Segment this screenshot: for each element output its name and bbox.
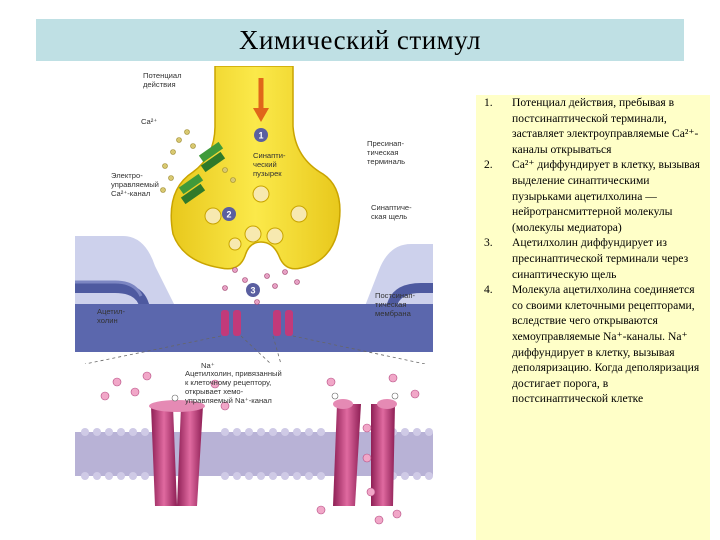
- label-action-potential-1: Потенциал: [143, 71, 182, 80]
- membrane-heads: [81, 428, 433, 480]
- label-channel-2: управляемый: [111, 180, 159, 189]
- steps-list: 1.Потенциал действия, пребывая в постсин…: [476, 95, 710, 407]
- title-bar: Химический стимул: [36, 19, 684, 61]
- label-receptor-1: Ацетилхолин, привязанный: [185, 369, 282, 378]
- small-receptor-left: [221, 310, 241, 336]
- svg-text:2: 2: [226, 210, 231, 220]
- zoom-lines: [84, 335, 426, 365]
- label-receptor-4: управляемый Na⁺-канал: [185, 396, 272, 405]
- label-action-potential-2: действия: [143, 80, 176, 89]
- steps-panel: 1.Потенциал действия, пребывая в постсин…: [476, 95, 710, 540]
- label-na: Na⁺: [201, 361, 215, 370]
- bound-acetylcholine: [171, 392, 399, 402]
- label-postsynaptic-1: Постсинап-: [375, 291, 415, 300]
- svg-text:1: 1: [258, 131, 263, 141]
- step-badge-3: [246, 283, 260, 297]
- label-presynaptic-2: тическая: [367, 148, 399, 157]
- ligand-gated-na-channel-closed: [149, 400, 205, 506]
- label-vesicle-3: пузырек: [253, 169, 282, 178]
- label-ca: Ca²⁺: [141, 117, 157, 126]
- step-item-1: 1.Потенциал действия, пребывая в постсин…: [484, 96, 699, 156]
- label-postsynaptic-2: тическая: [375, 300, 407, 309]
- label-vesicle-1: Синапти-: [253, 151, 286, 160]
- label-receptor-3: открывает хемо-: [185, 387, 244, 396]
- label-cleft-2: ская щель: [371, 212, 407, 221]
- label-cleft-1: Синаптиче-: [371, 203, 412, 212]
- acetylcholine-molecules: [222, 267, 300, 305]
- label-presynaptic-1: Пресинап-: [367, 139, 404, 148]
- step-item-2: 2.Ca²⁺ диффундирует в клетку, вызывая вы…: [484, 158, 700, 234]
- label-channel-3: Ca²⁺-канал: [111, 189, 150, 198]
- step-badge-2: [222, 207, 236, 221]
- ca-ions: [160, 129, 236, 193]
- label-vesicle-2: ческий: [253, 160, 277, 169]
- label-acetylcholine-2: холин: [97, 316, 118, 325]
- synapse-diagram: 1 2 3 4: [75, 66, 433, 540]
- synaptic-vesicles: [204, 185, 308, 251]
- postsynaptic-cell-body: [75, 304, 433, 352]
- ligand-gated-na-channel-open: [333, 399, 397, 506]
- step-item-3: 3.Ацетилхолин диффундирует из пресинапти…: [484, 236, 689, 281]
- small-receptor-right: [273, 310, 293, 336]
- na-ions: [100, 371, 420, 525]
- label-receptor-2: к клеточному рецептору,: [185, 378, 271, 387]
- label-presynaptic-3: терминаль: [367, 157, 405, 166]
- page-title: Химический стимул: [238, 24, 482, 55]
- voltage-gated-ca-channel-lower: [178, 173, 206, 205]
- step-item-4: 4.Молекула ацетилхолина соединяется со с…: [484, 283, 700, 406]
- label-acetylcholine-1: Ацетил-: [97, 307, 125, 316]
- voltage-gated-ca-channel-upper: [198, 141, 226, 173]
- synapse-illustration: 1 2 3 4: [75, 66, 433, 540]
- diagram-labels: Потенциал действия Ca²⁺ Электро- управля…: [97, 71, 415, 405]
- label-postsynaptic-3: мембрана: [375, 309, 412, 318]
- svg-text:3: 3: [250, 286, 255, 296]
- step-badge-1: [254, 128, 268, 142]
- label-channel-1: Электро-: [111, 171, 143, 180]
